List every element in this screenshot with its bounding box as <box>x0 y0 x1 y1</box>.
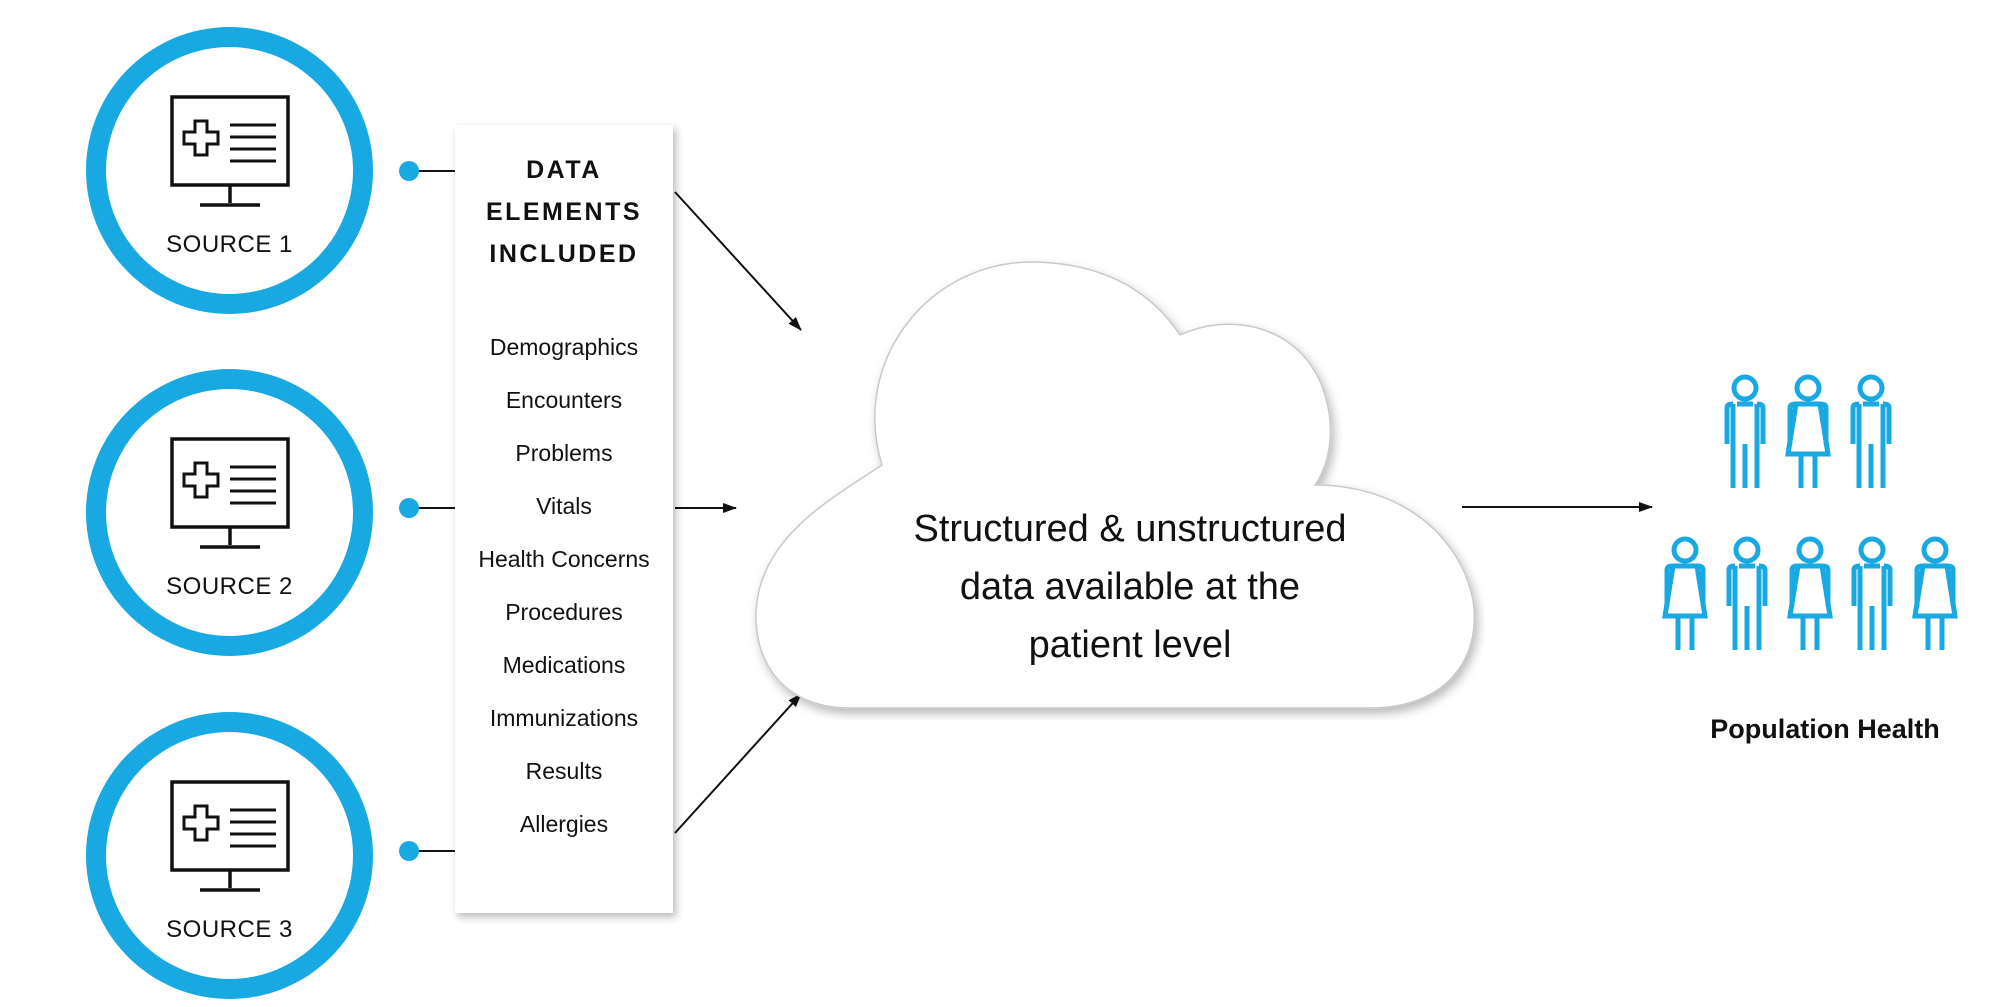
data-element-item: Results <box>525 758 603 784</box>
panel-title-line: DATA <box>526 156 602 184</box>
panel-title-line: ELEMENTS <box>485 198 643 226</box>
source-2-connector <box>399 498 455 518</box>
data-element-item: Procedures <box>505 599 623 625</box>
cloud-text-line: Structured & unstructured <box>913 508 1347 550</box>
source-1-connector <box>399 161 455 181</box>
data-element-item: Vitals <box>536 493 592 519</box>
source-1-label: SOURCE 1 <box>166 231 293 258</box>
data-element-item: Immunizations <box>489 705 639 731</box>
panel-title-line: INCLUDED <box>489 240 639 268</box>
cloud-text-line: data available at the <box>959 566 1301 608</box>
people-group-icon <box>1660 360 1990 680</box>
source-3-circle: SOURCE 3 <box>86 712 373 999</box>
arrow-bottom <box>674 693 802 834</box>
cloud-text: Structured & unstructured data available… <box>840 500 1420 674</box>
data-element-item: Encounters <box>505 387 623 413</box>
data-element-list: Demographics Encounters Problems Vitals … <box>455 321 673 851</box>
source-3-label: SOURCE 3 <box>166 916 293 943</box>
source-1-circle: SOURCE 1 <box>86 27 373 314</box>
population-health-label: Population Health <box>1710 714 1940 744</box>
source-2-circle: SOURCE 2 <box>86 369 373 656</box>
data-elements-panel: DATA ELEMENTS INCLUDED Demographics Enco… <box>455 125 673 913</box>
monitor-medical-icon <box>170 437 290 549</box>
cloud-icon <box>755 261 1475 709</box>
monitor-medical-icon <box>170 780 290 892</box>
arrow-top <box>674 191 802 331</box>
panel-title: DATA ELEMENTS INCLUDED <box>455 149 673 275</box>
data-element-item: Problems <box>515 440 613 466</box>
source-3-connector <box>399 841 455 861</box>
data-element-item: Health Concerns <box>478 546 650 572</box>
data-element-item: Allergies <box>519 811 609 837</box>
data-element-item: Demographics <box>489 334 639 360</box>
monitor-medical-icon <box>170 95 290 207</box>
cloud-text-line: patient level <box>1028 624 1232 666</box>
data-element-item: Medications <box>502 652 626 678</box>
source-2-label: SOURCE 2 <box>166 573 293 600</box>
